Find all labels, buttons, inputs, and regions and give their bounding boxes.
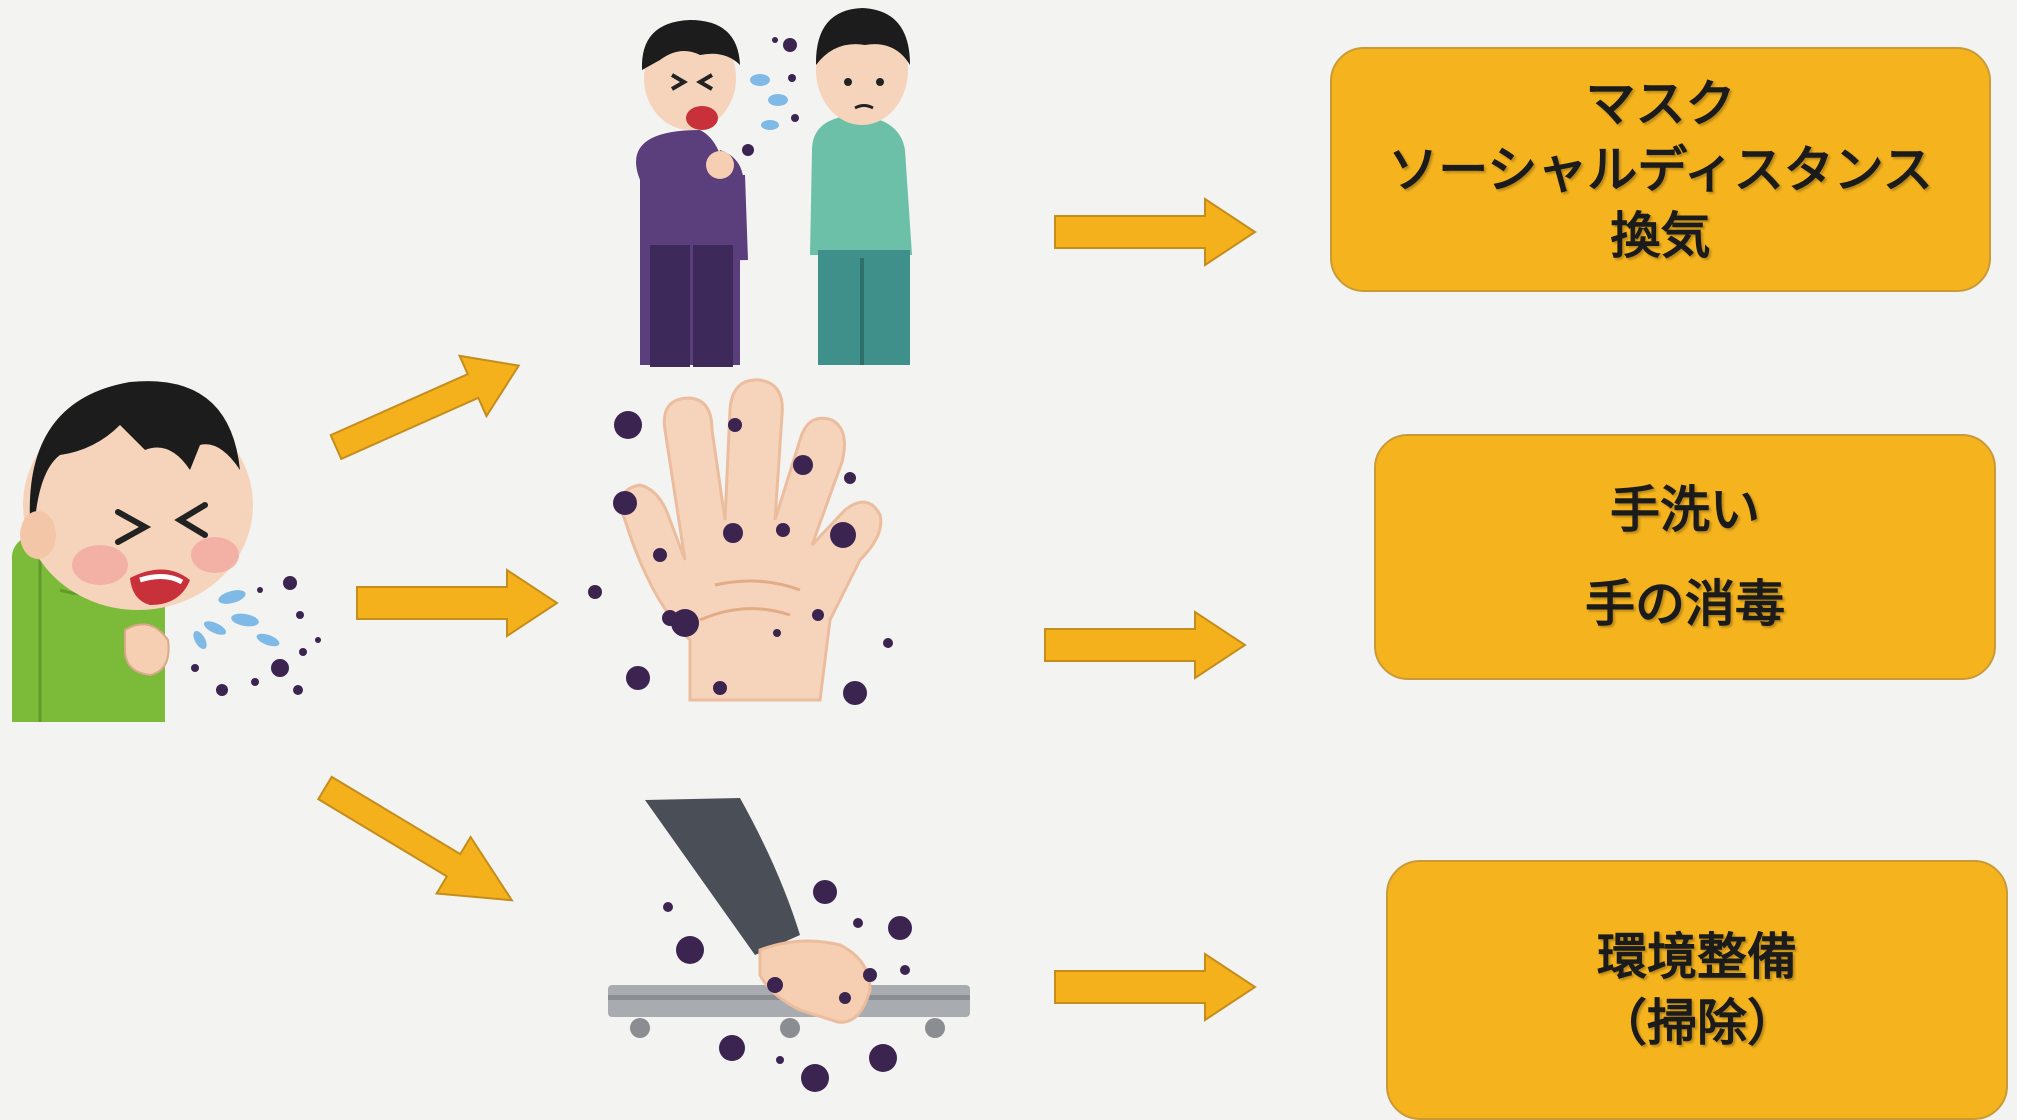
measure-social-distance: ソーシャルディスタンス [1388, 140, 1933, 199]
hand-on-handrail-with-germs-illustration [608, 798, 970, 1092]
measure-box-contact: 手洗い 手の消毒 [1374, 434, 1996, 680]
measure-handwashing: 手洗い [1610, 481, 1760, 539]
measure-ventilation: 換気 [1610, 206, 1711, 265]
arrow-to-measure-1 [1054, 197, 1257, 267]
arrow-to-surface [316, 775, 514, 902]
arrow-to-measure-2 [1044, 610, 1247, 680]
people-coughing-near-person-illustration [636, 8, 912, 367]
measure-environment: 環境整備 [1597, 928, 1797, 986]
measure-cleaning: （掃除） [1597, 994, 1797, 1052]
arrow-to-contact [356, 568, 559, 638]
measure-box-environment: 環境整備 （掃除） [1386, 860, 2008, 1120]
arrow-to-measure-3 [1054, 952, 1257, 1022]
measure-hand-disinfection: 手の消毒 [1585, 575, 1785, 633]
hand-with-germs-illustration [588, 378, 893, 705]
arrow-to-droplet [329, 354, 521, 461]
coughing-boy-illustration [11, 381, 321, 722]
measure-box-droplet: マスク ソーシャルディスタンス 換気 [1330, 47, 1991, 292]
measure-mask: マスク [1585, 74, 1736, 133]
